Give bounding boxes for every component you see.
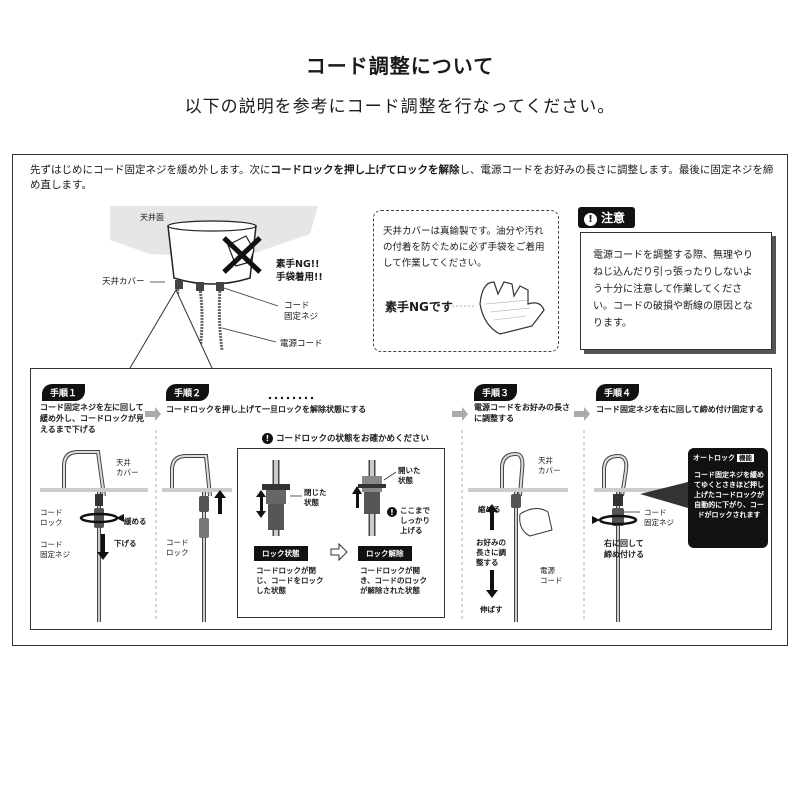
bare-hand-ng-label: 素手NG!! 手袋着用!! [276,259,323,283]
step3-extend-label: 伸ばす [480,605,503,614]
lock-state-desc: コードロックが閉じ、コードをロックした状態 [256,566,324,595]
intro-part2: し、電源コードをお好みの長さに調整します。最後に固定ネジを締め直します。 [30,164,774,191]
lock-check-title-text: コードロックの状態をお確かめください [276,434,430,444]
glove-notice-bubble [373,210,559,352]
ceiling-label: 天井面 [140,213,164,222]
autolock-title: オートロック機能 [693,452,754,463]
step3-cord-label: 電源 コード [540,566,563,585]
intro-bold: コードロックを押し上げてロックを解除 [270,164,460,176]
step1-cover-label: 天井 カバー [116,458,139,477]
page-title: コード調整について [305,54,495,78]
warning-icon: ! [584,213,597,226]
step1-loosen-label: 緩める [124,517,147,526]
autolock-title-text: オートロック [693,454,735,462]
step3-shorten-label: 縮める [478,505,501,514]
lock-release-desc: コードロックが開き、コードのロックが解除された状態 [360,566,427,595]
step3-adjust-label: お好みの 長さに調 整する [476,538,506,567]
step2-desc: コードロックを押し上げて一旦ロックを解除状態にする [166,405,367,414]
power-cord-label: 電源コード [280,339,323,349]
instruction-frame [12,154,788,646]
step1-lower-label: 下げる [114,539,137,548]
step4-desc: コード固定ネジを右に回して締め付け固定する [596,405,764,414]
autolock-tag: 機能 [737,454,754,462]
step3-badge: 手順３ [474,384,518,401]
step1-lock-label: コード ロック [40,508,63,527]
step4-tighten-label: 右に回して 締め付ける [604,539,644,559]
intro-part1: 先ずはじめにコード固定ネジを緩め外します。次に [30,164,271,176]
autolock-text: コード固定ネジを緩めてゆくとさきほど押し上げたコードロックが自動的に下がり、コー… [694,471,764,519]
lock-check-box [237,448,445,618]
page-subtitle: 以下の説明を参考にコード調整を行なってください。 [184,97,616,117]
lock-release-tag: ロック解除 [358,546,412,561]
step1-desc: コード固定ネジを左に回して緩め外し、コードロックが見えるまで下げる [40,403,144,434]
caution-label-text: 注意 [601,211,626,225]
step2-badge: 手順２ [166,384,210,401]
fix-screw-label: コード 固定ネジ [284,301,319,322]
push-up-label: ここまで しっかり 上げる [400,506,430,535]
glove-notice-text: 天井カバーは真鍮製です。油分や汚れの付着を防ぐために必ず手袋をご着用して作業して… [383,226,545,269]
steps-box [30,368,772,630]
caution-label: ! 注意 [578,207,636,228]
step1-badge: 手順１ [42,384,86,401]
step3-cover-label: 天井 カバー [538,456,561,475]
caution-box: 電源コードを調整する際、無理やりねじ込んだり引っ張ったりしないよう十分に注意して… [580,232,772,350]
step4-badge: 手順４ [596,384,640,401]
open-state-label: 開いた 状態 [398,466,421,485]
autolock-box: オートロック機能 コード固定ネジを緩めてゆくとさきほど押し上げたコードロックが自… [688,448,768,548]
lock-state-tag: ロック状態 [254,546,308,561]
step4-screw-label: コード 固定ネジ [644,508,674,527]
intro-text: 先ずはじめにコード固定ネジを緩め外します。次にコードロックを押し上げてロックを解… [30,163,775,193]
step2-lock-label: コード ロック [166,538,189,557]
closed-state-label: 閉じた 状態 [304,488,327,507]
step3-desc: 電源コードをお好みの長さに調整する [474,403,570,423]
lock-check-title: !コードロックの状態をお確かめください [258,432,434,444]
bare-hand-ng-text: 素手NGです [385,300,453,314]
warning-icon: ! [262,433,273,444]
step1-screw-label: コード 固定ネジ [40,540,70,559]
ceiling-cover-label: 天井カバー [102,277,145,287]
